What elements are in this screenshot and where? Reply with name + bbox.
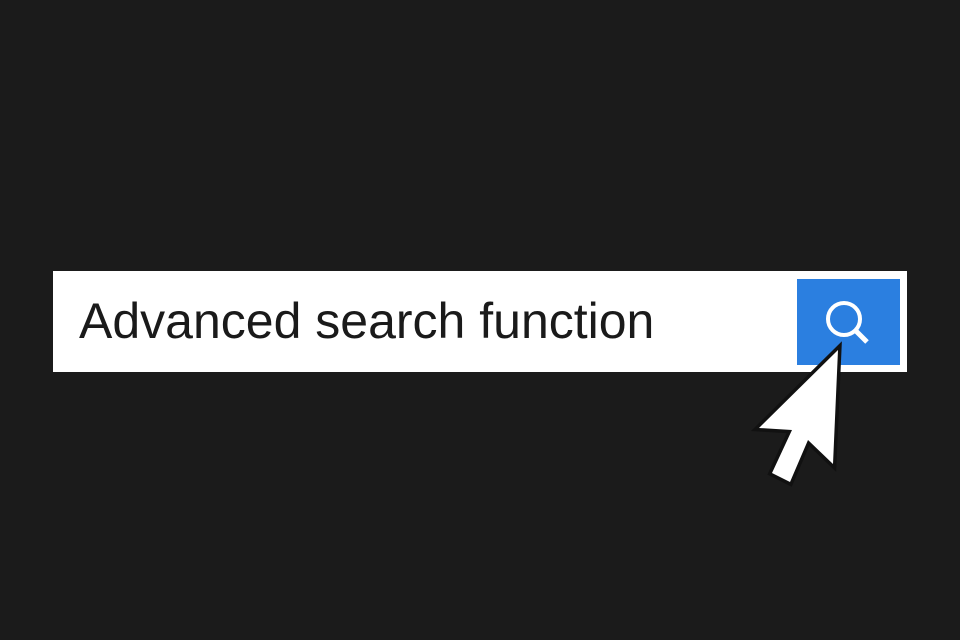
search-button[interactable]	[797, 279, 900, 365]
search-icon	[826, 301, 869, 344]
search-bar: Advanced search function	[53, 271, 907, 372]
search-input[interactable]: Advanced search function	[79, 293, 655, 349]
